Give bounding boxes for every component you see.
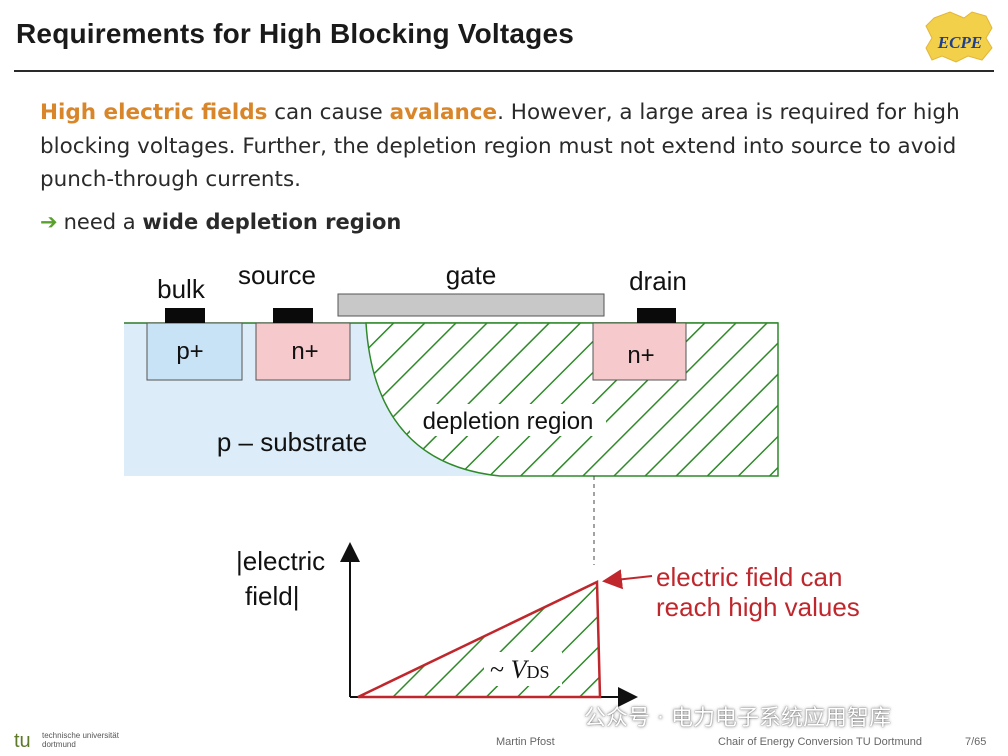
highlight-avalance: avalance bbox=[389, 100, 498, 125]
tu-dortmund-logo: tu technische universität dortmund bbox=[14, 730, 120, 752]
y-axis-label-line1: |electric bbox=[236, 546, 325, 576]
ecpe-logo: ECPE bbox=[925, 11, 993, 63]
watermark-text: 公众号 · 电力电子系统应用智库 bbox=[584, 706, 891, 731]
wechat-watermark: 公众号 · 电力电子系统应用智库 bbox=[536, 700, 891, 732]
bulk-contact bbox=[165, 308, 205, 323]
n-plus-source-region bbox=[255, 322, 351, 381]
p-plus-label: p+ bbox=[176, 338, 203, 365]
footer-page-number: 7/65 bbox=[965, 736, 987, 748]
wechat-icon bbox=[537, 702, 575, 729]
university-line1: technische universität bbox=[42, 731, 120, 740]
field-triangle bbox=[357, 580, 602, 699]
source-contact bbox=[273, 308, 313, 323]
vds-label-bg bbox=[484, 652, 562, 686]
green-arrow-icon: ➔ bbox=[40, 210, 58, 234]
conclusion-prefix: need a bbox=[63, 210, 143, 234]
logo-text: ECPE bbox=[937, 33, 982, 52]
n-plus-drain-label: n+ bbox=[627, 342, 654, 369]
depletion-region bbox=[365, 322, 779, 477]
depletion-label: depletion region bbox=[423, 408, 594, 435]
bulk-label: bulk bbox=[157, 274, 206, 304]
conclusion-bold: wide depletion region bbox=[142, 210, 402, 234]
gate-label: gate bbox=[446, 260, 497, 290]
drain-label: drain bbox=[629, 266, 687, 296]
intro-text-2: . However, a large area is required for … bbox=[40, 100, 960, 192]
annotation-line2: reach high values bbox=[656, 592, 860, 622]
university-line2: dortmund bbox=[42, 740, 76, 749]
intro-text-1: can cause bbox=[267, 100, 390, 125]
n-plus-drain-region bbox=[592, 322, 687, 381]
depletion-label-bg bbox=[410, 404, 606, 436]
footer-author: Martin Pfost bbox=[496, 736, 555, 748]
vds-label: ~ VDS bbox=[490, 655, 549, 684]
p-plus-region bbox=[146, 322, 243, 381]
intro-paragraph: High electric fields can cause avalance.… bbox=[40, 96, 980, 197]
conclusion-line: ➔need a wide depletion region bbox=[40, 210, 401, 234]
footer-chair: Chair of Energy Conversion TU Dortmund bbox=[718, 736, 922, 748]
highlight-high-electric-fields: High electric fields bbox=[40, 100, 268, 125]
gate-electrode bbox=[337, 293, 605, 317]
substrate-label: p – substrate bbox=[217, 427, 367, 457]
n-plus-source-label: n+ bbox=[291, 338, 318, 365]
annotation-line1: electric field can bbox=[656, 562, 842, 592]
slide-title: Requirements for High Blocking Voltages bbox=[16, 18, 575, 49]
source-label: source bbox=[238, 260, 316, 290]
title-divider bbox=[14, 70, 994, 72]
tu-mark: tu bbox=[14, 730, 31, 752]
drain-contact bbox=[637, 308, 676, 323]
annotation-arrow bbox=[602, 569, 653, 590]
y-axis-label-line2: field| bbox=[245, 581, 299, 611]
